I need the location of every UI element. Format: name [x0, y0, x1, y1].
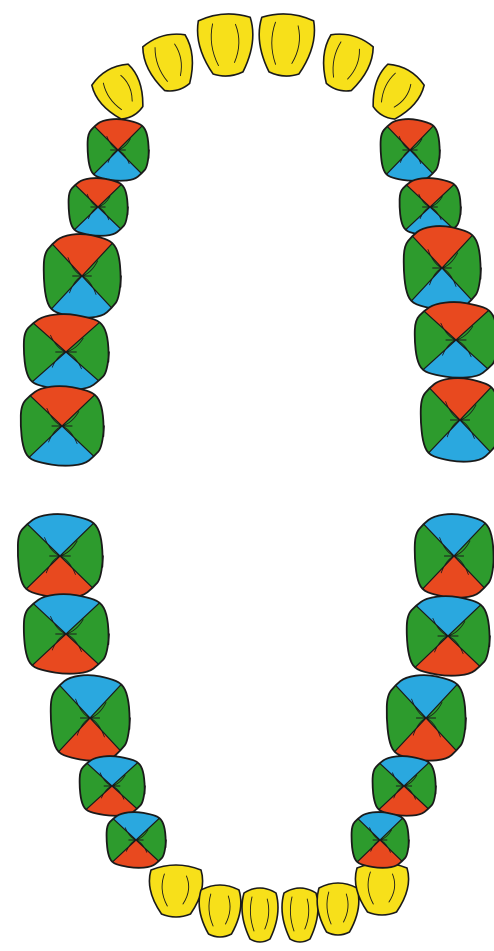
upper-incisor-6-crown — [363, 59, 428, 127]
upper-incisor-6 — [363, 59, 428, 127]
lower-incisor-5-crown — [317, 883, 359, 935]
lower-incisor-6-crown — [355, 863, 408, 915]
upper-incisor-5 — [315, 30, 376, 97]
lower-incisor-4-crown — [282, 888, 318, 942]
upper-arch — [0, 12, 494, 506]
upper-incisor-4-crown — [256, 12, 315, 78]
lower-incisor-2 — [199, 885, 241, 937]
lower-incisor-3 — [242, 888, 278, 942]
upper-incisor-3 — [196, 12, 255, 78]
lower-incisor-3-crown — [242, 888, 278, 942]
lower-incisor-6 — [355, 863, 408, 915]
lower-incisor-2-crown — [199, 885, 241, 937]
lower-arch — [0, 472, 494, 942]
lower-incisor-5 — [317, 883, 359, 935]
upper-incisor-3-crown — [196, 12, 255, 78]
lower-incisor-4 — [282, 888, 318, 942]
upper-incisor-2-crown — [140, 30, 201, 97]
upper-incisor-5-crown — [315, 30, 376, 97]
upper-incisor-1 — [88, 59, 153, 127]
upper-incisor-1-crown — [88, 59, 153, 127]
lower-incisor-1-crown — [149, 865, 202, 917]
upper-incisor-2 — [140, 30, 201, 97]
upper-incisor-4 — [256, 12, 315, 78]
lower-incisor-1 — [149, 865, 202, 917]
